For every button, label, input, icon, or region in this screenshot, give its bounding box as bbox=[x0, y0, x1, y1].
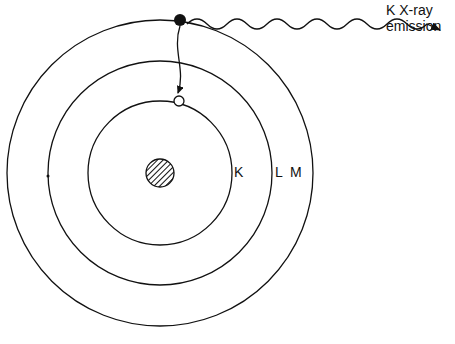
l-shell bbox=[48, 61, 272, 285]
electron bbox=[174, 14, 186, 26]
shell-label: M bbox=[290, 164, 302, 180]
shell-dot bbox=[47, 175, 50, 178]
vacancy bbox=[174, 96, 184, 106]
nucleus bbox=[146, 159, 174, 187]
k-shell bbox=[88, 101, 232, 245]
m-shell bbox=[7, 20, 313, 326]
shell-label: K bbox=[234, 164, 243, 180]
emission-label: K X-ray emission bbox=[386, 2, 450, 34]
shell-label: L bbox=[275, 164, 283, 180]
transition-arrow bbox=[177, 26, 180, 93]
